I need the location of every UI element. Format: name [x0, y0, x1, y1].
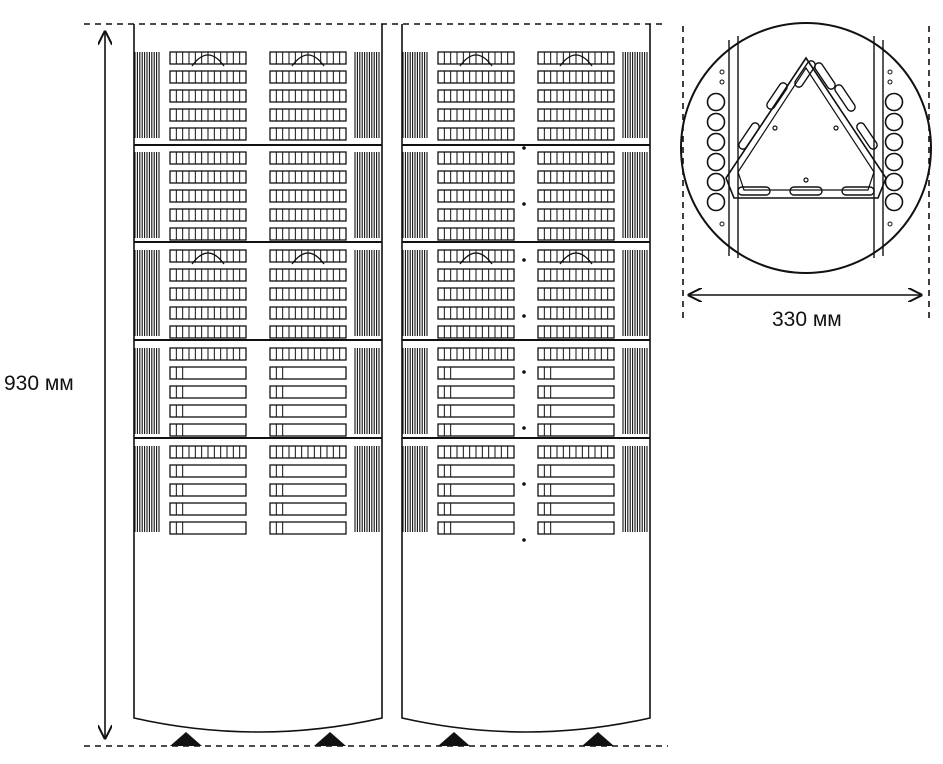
heating-element-rows	[269, 249, 347, 339]
top-view-rails	[728, 36, 884, 258]
heating-element-rows	[169, 249, 247, 339]
heating-element-rows	[169, 151, 247, 241]
heating-element-rows	[169, 51, 247, 141]
heating-element-rows	[437, 249, 515, 339]
support-foot	[438, 732, 470, 746]
front-view-left	[133, 24, 383, 746]
width-dimension-label: 330 мм	[772, 308, 842, 331]
side-fins	[622, 152, 648, 238]
plate-small-holes	[772, 125, 839, 183]
side-fins	[134, 152, 160, 238]
heating-element-rows	[269, 51, 347, 141]
side-fins	[402, 52, 428, 138]
side-fins	[134, 250, 160, 336]
side-fins	[622, 348, 648, 434]
side-fins	[134, 348, 160, 434]
heating-element-rows	[537, 445, 615, 535]
side-fins	[134, 446, 160, 532]
element-loop	[291, 54, 325, 67]
side-fins	[622, 52, 648, 138]
support-foot	[582, 732, 614, 746]
heating-element-rows	[169, 445, 247, 535]
heater-body-outline	[133, 24, 383, 733]
top-view-outer-circle	[680, 22, 932, 274]
heating-element-rows	[269, 445, 347, 535]
front-view-right	[401, 24, 651, 746]
side-fins	[622, 250, 648, 336]
side-fins	[622, 446, 648, 532]
element-loop	[559, 54, 593, 67]
side-fins	[354, 52, 380, 138]
side-fins	[354, 250, 380, 336]
side-fins	[402, 152, 428, 238]
top-view	[680, 22, 932, 274]
element-loop	[191, 252, 225, 265]
dimension-extension-lines	[84, 23, 930, 747]
element-loop	[459, 54, 493, 67]
heating-element-rows	[437, 151, 515, 241]
side-fins	[402, 446, 428, 532]
support-foot	[314, 732, 346, 746]
triangular-mounting-plate	[725, 56, 887, 199]
heating-element-rows	[437, 347, 515, 437]
heating-element-rows	[269, 347, 347, 437]
center-dots	[522, 146, 526, 542]
heating-element-rows	[269, 151, 347, 241]
element-loop	[291, 252, 325, 265]
heating-element-rows	[537, 51, 615, 141]
heating-element-rows	[437, 51, 515, 141]
side-fins	[134, 52, 160, 138]
element-loop	[191, 54, 225, 67]
heating-element-rows	[537, 249, 615, 339]
side-fins	[402, 348, 428, 434]
element-loop	[459, 252, 493, 265]
heating-element-rows	[537, 151, 615, 241]
heating-element-rows	[169, 347, 247, 437]
heating-element-rows	[437, 445, 515, 535]
heater-body-outline	[401, 24, 651, 733]
side-fins	[354, 348, 380, 434]
element-loop	[559, 252, 593, 265]
side-fins	[402, 250, 428, 336]
side-fins	[354, 446, 380, 532]
plate-slots	[737, 60, 878, 196]
heating-element-rows	[537, 347, 615, 437]
rail-screw-holes	[719, 69, 893, 227]
height-dimension-label: 930 мм	[4, 372, 74, 395]
support-foot	[170, 732, 202, 746]
side-fins	[354, 152, 380, 238]
side-cable-holes	[706, 92, 904, 212]
triangular-plate-inner-edge	[737, 66, 875, 191]
